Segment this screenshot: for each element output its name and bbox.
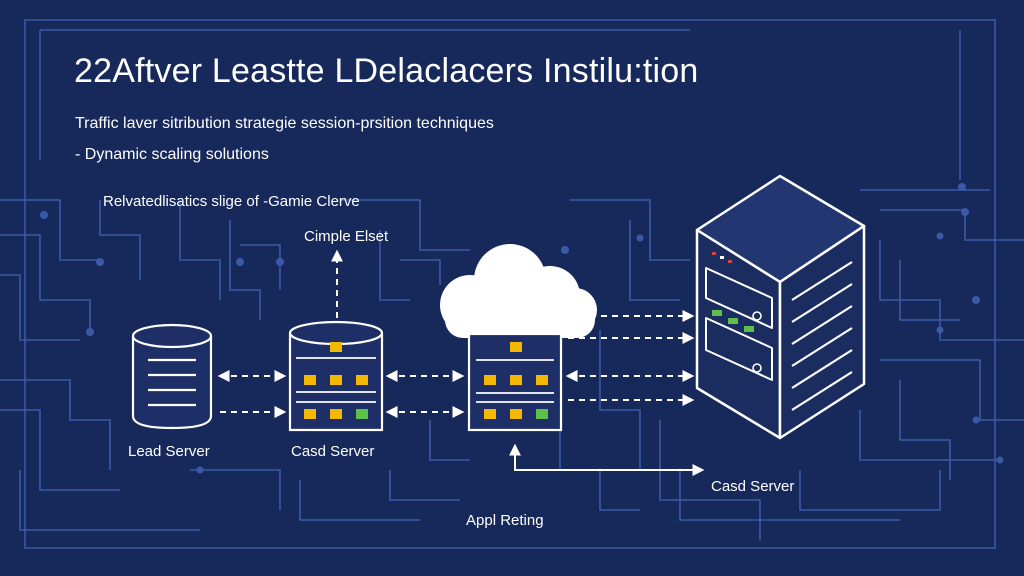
connector-solid	[509, 443, 705, 476]
cloud-icon	[440, 244, 597, 338]
server-icon-center	[467, 332, 563, 432]
circuit-traces	[0, 170, 1024, 540]
diagram-title: 22Aftver Leastte LDelaclacers Instilu:ti…	[74, 52, 699, 90]
server-tower-icon	[695, 174, 866, 440]
background-frame	[24, 19, 996, 549]
circuit-nodes	[40, 183, 1004, 474]
label-casd-server-1: Casd Server	[291, 443, 375, 460]
subtitle-line-2: - Dynamic scaling solutions	[75, 146, 269, 163]
server-icon	[288, 320, 384, 432]
label-related: Relvatedlisatics slige of -Gamie Clerve	[103, 193, 360, 210]
connector-arrows	[217, 249, 695, 418]
label-lead-server: Lead Server	[128, 443, 210, 460]
database-icon	[131, 323, 213, 430]
label-casd-server-2: Casd Server	[711, 478, 795, 495]
label-cimple-elset: Cimple Elset	[304, 228, 389, 245]
label-appl-reting: Appl Reting	[466, 512, 544, 529]
subtitle-line-1: Traffic laver sitribution strategie sess…	[75, 115, 494, 132]
